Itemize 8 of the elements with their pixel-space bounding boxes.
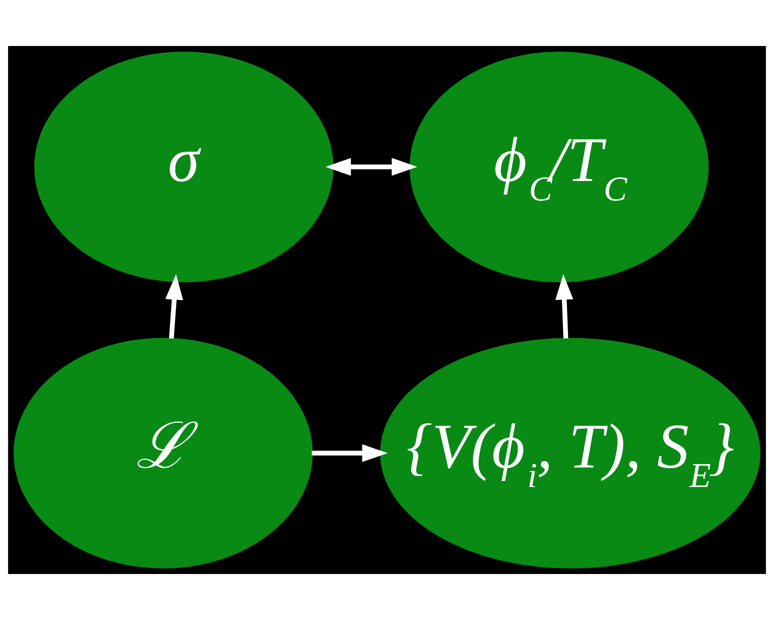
arrow (325, 157, 418, 176)
arrow (165, 274, 184, 338)
arrow (555, 274, 574, 338)
node-ellipse: ℒ (14, 337, 313, 568)
node-ellipse: σ (34, 51, 334, 282)
node-ellipse: {V(ϕ$_{i}$, T), S$_{E}$} (380, 337, 760, 568)
arrow (312, 444, 388, 462)
node-ellipse: ϕ$_{C}$/T$_{C}$ (410, 51, 709, 282)
